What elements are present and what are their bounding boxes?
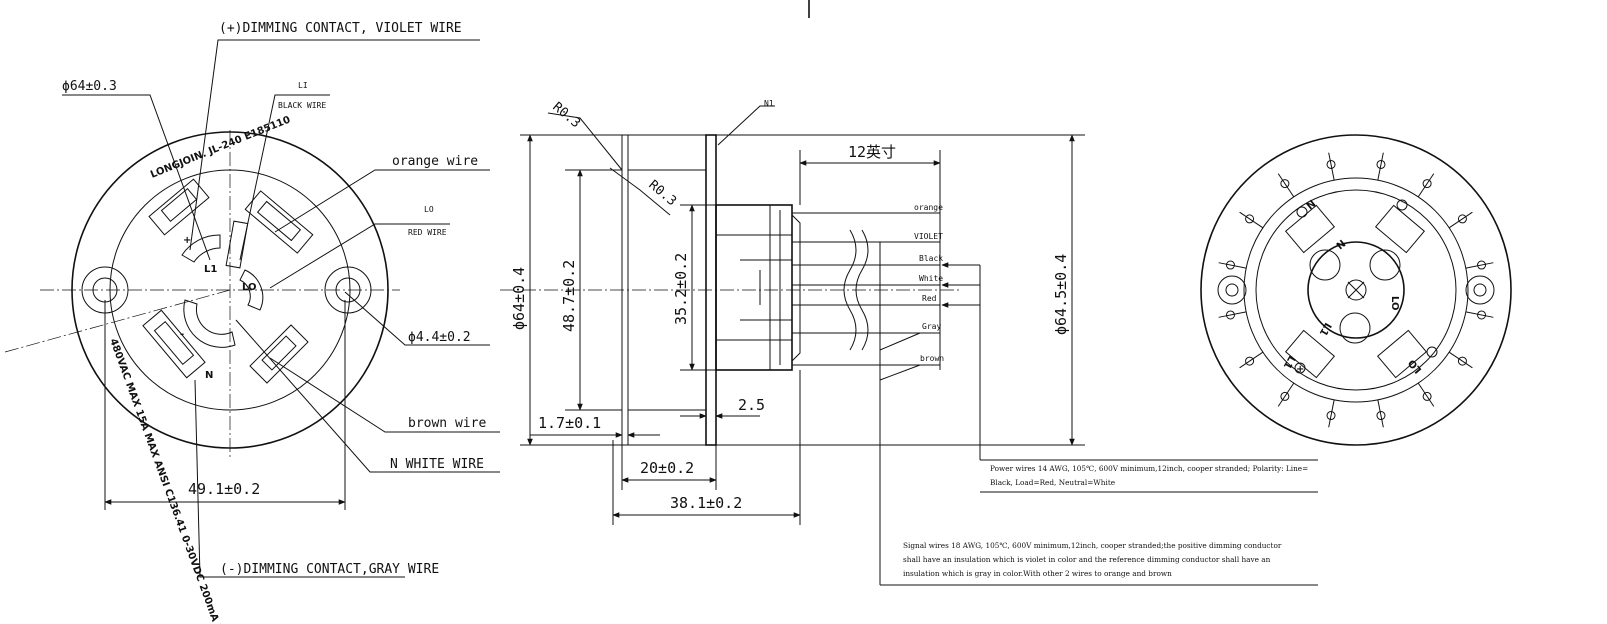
back-mark-lo-outer: LO [1407, 357, 1425, 375]
rib-knob [1225, 310, 1235, 320]
rib-knob [1457, 356, 1467, 366]
inner-body-circle [109, 169, 351, 411]
note-signal-3: insulation which is gray in color.With o… [903, 569, 1172, 578]
rib-line [1448, 351, 1473, 369]
dim-width: 49.1±0.2 [188, 480, 260, 498]
outer-flange-circle [71, 131, 389, 449]
note-signal-2: shall have an insulation which is violet… [903, 555, 1271, 564]
wire-label-brown: brown [920, 354, 944, 363]
radius-mid: R0.3 [645, 178, 679, 210]
wire-label-black: Black [919, 254, 943, 263]
rib-line [1218, 262, 1247, 269]
rib-knob [1422, 179, 1432, 189]
label-white-wire: N WHITE WIRE [390, 457, 484, 472]
wire-label-red: Red [922, 294, 937, 303]
note-signal-1: Signal wires 18 AWG, 105℃, 600V minimum,… [903, 541, 1282, 550]
label-n1: N1 [764, 99, 774, 108]
rib-knob [1457, 214, 1467, 224]
contact-slots [142, 178, 314, 384]
connector-body [715, 204, 793, 371]
symbol-plus: + [183, 235, 191, 246]
dim-dia-left: ϕ64±0.4 [510, 267, 528, 330]
wire-label-white: White [919, 274, 943, 283]
label-brown-wire: brown wire [408, 416, 486, 431]
wire-label-violet: VIOLET [914, 232, 943, 241]
dim-381: 38.1±0.2 [670, 494, 742, 512]
rib-knob [1280, 391, 1290, 401]
label-diameter: ϕ64±0.3 [62, 79, 117, 94]
back-outer-circle [1200, 134, 1512, 446]
wire-label-orange: orange [914, 203, 943, 212]
dim-thickness: 1.7±0.1 [538, 414, 601, 432]
notes: Power wires 14 AWG, 105℃, 600V minimum,1… [880, 459, 1318, 586]
rib-line [1377, 152, 1384, 181]
note-power-1: Power wires 14 AWG, 105℃, 600V minimum,1… [990, 464, 1308, 473]
label-l1: LI [298, 81, 308, 90]
rib-knob [1326, 411, 1336, 421]
rib-line [1277, 173, 1295, 198]
rib-line [1239, 211, 1264, 229]
symbol-lo: LO [242, 282, 257, 293]
rib-line [1328, 399, 1335, 428]
symbol-minus: - [180, 329, 184, 340]
front-view: (+)DIMMING CONTACT, VIOLET WIRE ϕ64±0.3 … [4, 21, 500, 624]
dim-length: 12英寸 [848, 143, 896, 161]
radius-top: R0.3 [549, 100, 583, 132]
note-power-2: Black, Load=Red, Neutral=White [990, 478, 1115, 487]
label-orange-wire: orange wire [392, 154, 478, 169]
rib-knob [1280, 179, 1290, 189]
dim-dia-35: 35.2±0.2 [672, 253, 690, 325]
dim-dia-48: 48.7±0.2 [560, 260, 578, 332]
rib-knob [1477, 260, 1487, 270]
rib-line [1465, 262, 1494, 269]
back-mark-lo: LO [1389, 296, 1400, 311]
rib-knob [1376, 159, 1386, 169]
rib-line [1328, 152, 1335, 181]
wire-label-gray: Gray [922, 322, 941, 331]
rib-line [1465, 311, 1494, 318]
side-view: orange VIOLET Black White Red Gray brown [500, 0, 1085, 585]
dim-gap: 2.5 [738, 396, 765, 414]
radial-ribs [1218, 152, 1494, 428]
rib-knob [1245, 356, 1255, 366]
rib-line [1377, 399, 1384, 428]
label-l1-wire: BLACK WIRE [278, 101, 326, 110]
symbol-n: N [205, 370, 213, 381]
rib-line [1239, 351, 1264, 369]
label-hole: ϕ4.4±0.2 [408, 330, 471, 345]
dim-dia-right: ϕ64.5±0.4 [1052, 254, 1070, 335]
back-view: N N L1 L1 LO LO + [1200, 134, 1512, 446]
rib-knob [1225, 260, 1235, 270]
back-mark-plus: + [1296, 364, 1304, 375]
symbol-l1: L1 [204, 264, 217, 275]
rib-knob [1376, 411, 1386, 421]
rib-knob [1477, 310, 1487, 320]
rib-line [1417, 173, 1435, 198]
back-mark-l1: L1 [1317, 321, 1333, 338]
rib-line [1417, 382, 1435, 407]
label-neg-dimming: (-)DIMMING CONTACT,GRAY WIRE [220, 562, 439, 577]
rib-knob [1245, 214, 1255, 224]
rib-knob [1326, 159, 1336, 169]
rib-line [1277, 382, 1295, 407]
wire-bundle [792, 212, 940, 366]
rib-line [1448, 211, 1473, 229]
label-lo-wire: RED WIRE [408, 228, 447, 237]
dim-20: 20±0.2 [640, 459, 694, 477]
back-mark-n-inner: N [1335, 238, 1348, 252]
label-pos-dimming: (+)DIMMING CONTACT, VIOLET WIRE [219, 21, 462, 36]
back-mark-l1-outer: L1 [1281, 354, 1297, 371]
rib-knob [1422, 391, 1432, 401]
rib-line [1218, 311, 1247, 318]
label-lo: LO [424, 205, 434, 214]
